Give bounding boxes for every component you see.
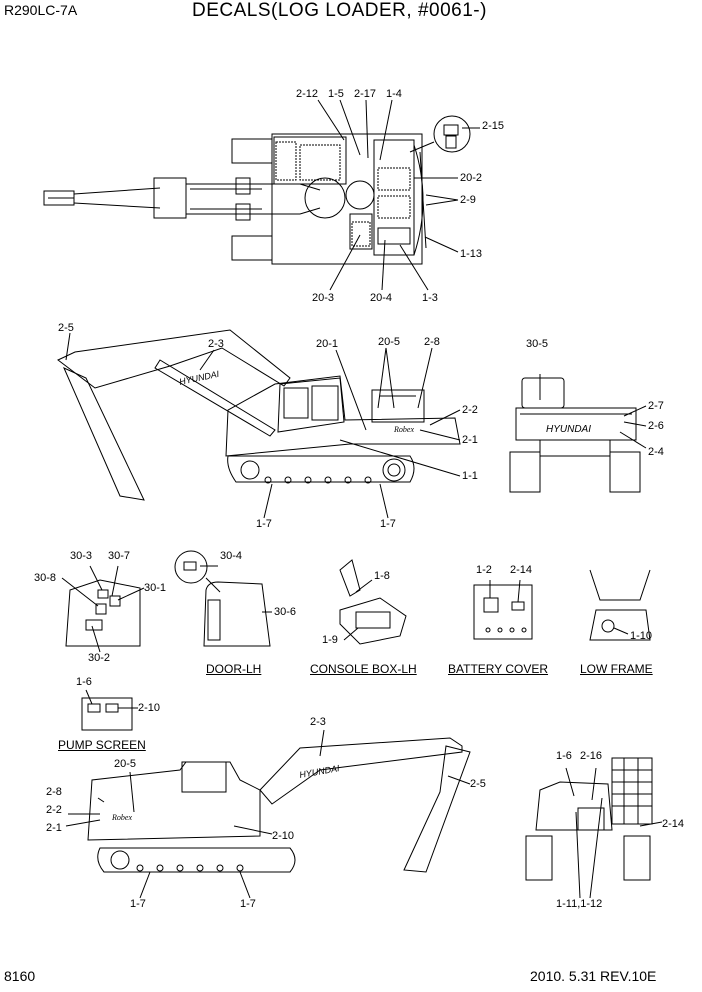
caption-door-lh: DOOR-LH bbox=[206, 662, 262, 676]
callout-label: 1-6 bbox=[76, 676, 92, 688]
callout-label: 2-15 bbox=[482, 120, 505, 132]
callout-label: 2-9 bbox=[460, 194, 476, 206]
battery-detail-drawing bbox=[474, 580, 532, 639]
caption-battery-cover: BATTERY COVER bbox=[448, 662, 549, 676]
page-number: 8160 bbox=[4, 968, 36, 984]
door-detail-drawing bbox=[175, 551, 272, 646]
pump-screen-drawing bbox=[82, 690, 138, 730]
callout-label: 2-5 bbox=[58, 322, 74, 334]
callout-label: 1-1 bbox=[462, 470, 478, 482]
callout-label: 1-3 bbox=[422, 292, 438, 304]
right-side-view-drawing bbox=[66, 730, 470, 898]
callout-label: 20-5 bbox=[378, 336, 401, 348]
callout-label: 2-1 bbox=[462, 434, 478, 446]
callout-label: 30-7 bbox=[108, 550, 131, 562]
callout-label: 30-1 bbox=[144, 582, 167, 594]
callout-label: 1-7 bbox=[380, 518, 396, 530]
callout-label: 2-10 bbox=[272, 830, 295, 842]
callout-label: 20-2 bbox=[460, 172, 483, 184]
callout-label: 2-2 bbox=[46, 804, 62, 816]
callout-label: 1-6 bbox=[556, 750, 572, 762]
callout-label: 2-12 bbox=[296, 88, 319, 100]
callout-label: 2-1 bbox=[46, 822, 62, 834]
callout-label: 2-2 bbox=[462, 404, 478, 416]
console-detail-drawing bbox=[340, 560, 406, 644]
callout-label: 20-4 bbox=[370, 292, 393, 304]
page-title: DECALS(LOG LOADER, #0061-) bbox=[192, 0, 487, 21]
callout-label: 2-5 bbox=[470, 778, 486, 790]
callout-label: 1-4 bbox=[386, 88, 402, 100]
callout-label: 1-8 bbox=[374, 570, 390, 582]
callout-label: 30-8 bbox=[34, 572, 57, 584]
callout-label: 2-3 bbox=[310, 716, 326, 728]
callout-label: 1-7 bbox=[256, 518, 272, 530]
robex-logo-left: Robex bbox=[393, 425, 414, 434]
callout-label: 20-3 bbox=[312, 292, 335, 304]
caption-console-box-lh: CONSOLE BOX-LH bbox=[310, 662, 417, 676]
rear-view-drawing bbox=[510, 374, 646, 492]
callout-label: 2-8 bbox=[46, 786, 62, 798]
hyundai-logo-boom-right: HYUNDAI bbox=[299, 763, 341, 780]
callout-label: 1-7 bbox=[240, 898, 256, 910]
callout-label: 1-5 bbox=[328, 88, 344, 100]
callout-label: 2-14 bbox=[662, 818, 685, 830]
top-view-drawing bbox=[44, 100, 480, 290]
callout-label: 30-2 bbox=[88, 652, 111, 664]
callout-label: 2-6 bbox=[648, 420, 664, 432]
callout-label: 2-14 bbox=[510, 564, 533, 576]
callout-label: 2-8 bbox=[424, 336, 440, 348]
callout-label: 2-4 bbox=[648, 446, 664, 458]
side-view-drawing bbox=[58, 330, 460, 518]
hyundai-logo-rear: HYUNDAI bbox=[546, 424, 591, 435]
callout-label: 30-4 bbox=[220, 550, 243, 562]
callout-label: 2-3 bbox=[208, 338, 224, 350]
model-number: R290LC-7A bbox=[4, 2, 78, 18]
callout-label: 2-7 bbox=[648, 400, 664, 412]
caption-pump-screen: PUMP SCREEN bbox=[58, 738, 146, 752]
cab-detail-drawing bbox=[62, 566, 144, 652]
callout-label: 30-6 bbox=[274, 606, 297, 618]
low-frame-detail-drawing bbox=[590, 570, 650, 640]
rear-right-view-drawing bbox=[526, 758, 662, 898]
callout-label: 1-9 bbox=[322, 634, 338, 646]
callout-label: 1-13 bbox=[460, 248, 483, 260]
callout-label: 1-10 bbox=[630, 630, 653, 642]
callout-label: 20-5 bbox=[114, 758, 137, 770]
callout-label: 30-5 bbox=[526, 338, 549, 350]
callout-label: 1-11,1-12 bbox=[556, 898, 603, 910]
callout-label: 1-7 bbox=[130, 898, 146, 910]
callout-label: 2-16 bbox=[580, 750, 603, 762]
callout-label: 1-2 bbox=[476, 564, 492, 576]
caption-low-frame: LOW FRAME bbox=[580, 662, 653, 676]
robex-logo-right: Robex bbox=[111, 813, 132, 822]
revision-date: 2010. 5.31 REV.10E bbox=[530, 968, 657, 984]
callout-label: 2-17 bbox=[354, 88, 377, 100]
callout-label: 30-3 bbox=[70, 550, 93, 562]
callout-label: 2-10 bbox=[138, 702, 161, 714]
callout-label: 20-1 bbox=[316, 338, 339, 350]
